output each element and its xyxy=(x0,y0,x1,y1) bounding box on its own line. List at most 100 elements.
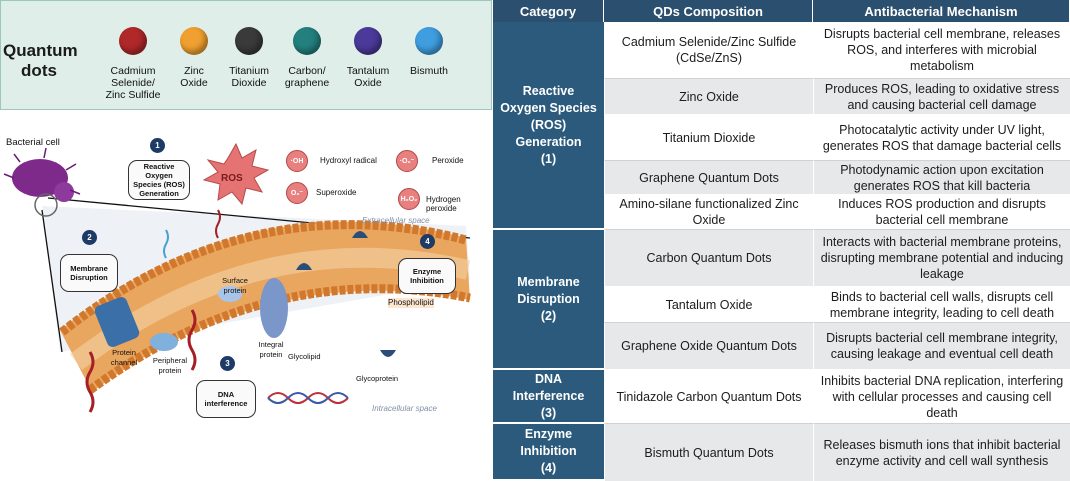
bacterial-cell-label: Bacterial cell xyxy=(6,137,60,148)
qd-tio2: Titanium Dioxide xyxy=(223,27,275,89)
category-line: (1) xyxy=(540,151,557,166)
row-mechanism: Interacts with bacterial membrane protei… xyxy=(813,230,1070,287)
quantum-dots-title: Quantum dots xyxy=(3,41,78,80)
category-line: Enzyme xyxy=(524,427,573,441)
row-composition: Zinc Oxide xyxy=(604,79,813,115)
peripheral-protein-shape xyxy=(150,333,178,351)
row-composition: Bismuth Quantum Dots xyxy=(604,424,813,481)
radical-superoxide: O₂⁻ xyxy=(286,182,308,204)
qd-bismuth: Bismuth xyxy=(403,27,455,77)
membrane-disruption-box: Membrane Disruption xyxy=(60,254,118,292)
radical-peroxide: ·O₂⁻ xyxy=(396,150,418,172)
surface-protein-shape xyxy=(218,286,242,302)
category-line: (4) xyxy=(540,461,557,475)
step-number-2: 2 xyxy=(82,230,97,245)
row-composition: Titanium Dioxide xyxy=(604,115,813,161)
enzyme-inhibition-box: Enzyme Inhibition xyxy=(398,258,456,294)
qd-label: Cadmium Selenide/ Zinc Sulfide xyxy=(105,65,161,101)
qd-ball-icon xyxy=(415,27,443,55)
radical-hydroxyl: ·OH xyxy=(286,150,308,172)
row-mechanism: Disrupts bacterial cell membrane integri… xyxy=(813,323,1070,370)
row-mechanism: Photodynamic action upon excitation gene… xyxy=(813,161,1070,195)
header-category: Category xyxy=(493,0,604,22)
category-line: Disruption xyxy=(517,291,580,306)
radical-hydrogen-peroxide-label: Hydrogen peroxide xyxy=(426,195,461,213)
row-composition: Graphene Quantum Dots xyxy=(604,161,813,195)
row-mechanism: Photocatalytic activity under UV light, … xyxy=(813,115,1070,161)
qd-ball-icon xyxy=(180,27,208,55)
category-line: Generation xyxy=(515,134,582,149)
row-mechanism: Binds to bacterial cell walls, disrupts … xyxy=(813,287,1070,323)
extracellular-space-label: Extracellular space xyxy=(362,216,430,225)
qd-ball-icon xyxy=(119,27,147,55)
step-number-4: 4 xyxy=(420,234,435,249)
qd-ball-icon xyxy=(354,27,382,55)
qd-zno: Zinc Oxide xyxy=(169,27,219,89)
dna-interference-box: DNA interference xyxy=(196,380,256,418)
row-composition: Graphene Oxide Quantum Dots xyxy=(604,323,813,370)
peripheral-protein-label: Peripheral protein xyxy=(152,356,188,375)
qd-ball-icon xyxy=(293,27,321,55)
integral-protein-label: Integral protein xyxy=(258,340,284,359)
protein-channel-label: Protein channel xyxy=(110,348,138,367)
membrane-illustration xyxy=(3,142,471,413)
qd-mechanism-figure: Quantum dots Cadmium Selenide/ Zinc Sulf… xyxy=(0,0,492,481)
category-line: DNA xyxy=(534,371,563,386)
radical-superoxide-label: Superoxide xyxy=(316,188,357,197)
row-mechanism: Releases bismuth ions that inhibit bacte… xyxy=(813,424,1070,481)
row-mechanism: Disrupts bacterial cell membrane, releas… xyxy=(813,22,1070,79)
category-line: Membrane xyxy=(517,274,580,289)
bacterium-shape xyxy=(12,159,68,197)
qd-label: Carbon/ graphene xyxy=(284,65,330,89)
ros-burst-shape xyxy=(202,142,270,206)
qd-label: Bismuth xyxy=(410,65,448,77)
phospholipid-label: Phospholipid xyxy=(388,298,434,308)
category-line: Inhibition xyxy=(520,444,577,458)
step-number-1: 1 xyxy=(150,138,165,153)
qd-carbon: Carbon/ graphene xyxy=(281,27,333,89)
category-ros: Reactive Oxygen Species (ROS) Generation… xyxy=(493,22,604,230)
qd-ball-icon xyxy=(235,27,263,55)
category-line: Interference xyxy=(512,388,585,403)
row-composition: Tantalum Oxide xyxy=(604,287,813,323)
ros-burst-label: ROS xyxy=(221,173,243,184)
quantum-dots-legend: Quantum dots Cadmium Selenide/ Zinc Sulf… xyxy=(0,0,492,110)
category-line: (ROS) xyxy=(530,117,567,132)
radical-peroxide-label: Peroxide xyxy=(432,156,464,165)
membrane-scene: Bacterial cell Reactive Oxygen Species (… xyxy=(0,110,492,481)
category-line: (2) xyxy=(540,308,557,323)
row-composition: Tinidazole Carbon Quantum Dots xyxy=(604,370,813,424)
row-mechanism: Produces ROS, leading to oxidative stres… xyxy=(813,79,1070,115)
category-line: Reactive xyxy=(522,83,575,98)
qd-label: Tantalum Oxide xyxy=(346,65,390,89)
antibacterial-mechanism-table: Category QDs Composition Antibacterial M… xyxy=(493,0,1070,481)
header-composition: QDs Composition xyxy=(604,0,813,22)
header-mechanism: Antibacterial Mechanism xyxy=(813,0,1070,22)
glycoprotein-label: Glycoprotein xyxy=(356,374,399,383)
step-number-3: 3 xyxy=(220,356,235,371)
category-line: Oxygen Species xyxy=(500,100,597,115)
radical-hydroxyl-label: Hydroxyl radical xyxy=(320,156,377,165)
radical-hydrogen-peroxide: H₂O₂ xyxy=(398,188,420,210)
intracellular-space-label: Intracellular space xyxy=(372,404,437,413)
surface-protein-label: Surface protein xyxy=(222,276,248,295)
category-line: (3) xyxy=(540,405,557,420)
glycolipid-label: Glycolipid xyxy=(288,352,321,361)
row-mechanism: Induces ROS production and disrupts bact… xyxy=(813,195,1070,230)
category-membrane: Membrane Disruption (2) xyxy=(493,230,604,370)
category-enzyme: Enzyme Inhibition (4) xyxy=(493,424,604,481)
qd-cdse-zns: Cadmium Selenide/ Zinc Sulfide xyxy=(101,27,165,101)
qd-label: Zinc Oxide xyxy=(180,65,208,89)
zoom-circle xyxy=(34,193,58,217)
qd-tantalum: Tantalum Oxide xyxy=(341,27,395,89)
row-mechanism: Inhibits bacterial DNA replication, inte… xyxy=(813,370,1070,424)
row-composition: Cadmium Selenide/Zinc Sulfide (CdSe/ZnS) xyxy=(604,22,813,79)
category-dna: DNA Interference (3) xyxy=(493,370,604,424)
protein-channel-shape xyxy=(94,297,140,347)
ros-generation-box: Reactive Oxygen Species (ROS) Generation xyxy=(128,160,190,200)
row-composition: Amino-silane functionalized Zinc Oxide xyxy=(604,195,813,230)
dna-strand-b xyxy=(267,392,349,404)
row-composition: Carbon Quantum Dots xyxy=(604,230,813,287)
integral-protein-shape xyxy=(260,278,288,338)
qd-label: Titanium Dioxide xyxy=(229,65,269,89)
